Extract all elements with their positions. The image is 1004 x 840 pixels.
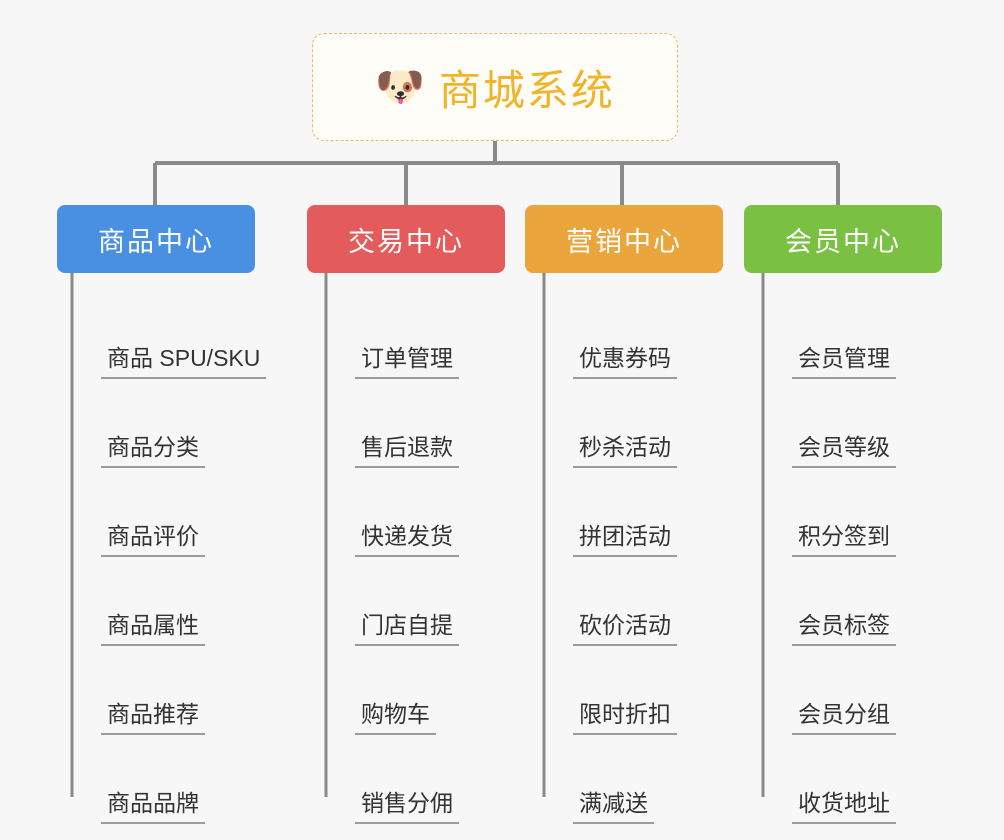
item-label: 快递发货	[355, 523, 459, 557]
item-label: 商品推荐	[101, 701, 205, 735]
list-item[interactable]: 拼团活动	[544, 468, 764, 557]
item-column-product-center: 商品 SPU/SKU 商品分类 商品评价 商品属性 商品推荐 商品品牌	[72, 290, 292, 824]
list-item[interactable]: 优惠券码	[544, 290, 764, 379]
list-item[interactable]: 销售分佣	[326, 735, 546, 824]
root-title: 商城系统	[438, 66, 615, 114]
item-label: 会员等级	[792, 434, 896, 468]
item-label: 收货地址	[792, 790, 896, 824]
item-column-trade-center: 订单管理 售后退款 快递发货 门店自提 购物车 销售分佣	[326, 290, 546, 824]
list-item[interactable]: 会员管理	[763, 290, 983, 379]
item-label: 门店自提	[355, 612, 459, 646]
item-label: 拼团活动	[573, 523, 677, 557]
item-label: 商品品牌	[101, 790, 205, 824]
item-label: 积分签到	[792, 523, 896, 557]
item-label: 限时折扣	[573, 701, 677, 735]
category-label: 商品中心	[98, 226, 214, 257]
category-box-product-center[interactable]: 商品中心	[57, 205, 255, 273]
list-item[interactable]: 积分签到	[763, 468, 983, 557]
list-item[interactable]: 会员标签	[763, 557, 983, 646]
item-label: 商品评价	[101, 523, 205, 557]
list-item[interactable]: 商品评价	[72, 468, 292, 557]
root-node[interactable]: 🐶 商城系统	[312, 33, 678, 141]
item-label: 优惠券码	[573, 345, 677, 379]
list-item[interactable]: 满减送	[544, 735, 764, 824]
item-label: 商品分类	[101, 434, 205, 468]
item-label: 订单管理	[355, 345, 459, 379]
category-label: 会员中心	[785, 226, 901, 257]
item-label: 商品属性	[101, 612, 205, 646]
list-item[interactable]: 售后退款	[326, 379, 546, 468]
list-item[interactable]: 砍价活动	[544, 557, 764, 646]
category-box-trade-center[interactable]: 交易中心	[307, 205, 505, 273]
item-label: 售后退款	[355, 434, 459, 468]
item-column-marketing-center: 优惠券码 秒杀活动 拼团活动 砍价活动 限时折扣 满减送	[544, 290, 764, 824]
list-item[interactable]: 快递发货	[326, 468, 546, 557]
item-label: 销售分佣	[355, 790, 459, 824]
item-label: 购物车	[355, 701, 436, 735]
item-label: 秒杀活动	[573, 434, 677, 468]
category-label: 营销中心	[566, 226, 682, 257]
list-item[interactable]: 会员等级	[763, 379, 983, 468]
item-label: 会员标签	[792, 612, 896, 646]
item-label: 会员管理	[792, 345, 896, 379]
item-label: 商品 SPU/SKU	[101, 345, 267, 379]
item-label: 满减送	[573, 790, 654, 824]
category-box-member-center[interactable]: 会员中心	[744, 205, 942, 273]
list-item[interactable]: 商品 SPU/SKU	[72, 290, 292, 379]
list-item[interactable]: 购物车	[326, 646, 546, 735]
item-label: 会员分组	[792, 701, 896, 735]
list-item[interactable]: 收货地址	[763, 735, 983, 824]
item-label: 砍价活动	[573, 612, 677, 646]
list-item[interactable]: 商品品牌	[72, 735, 292, 824]
list-item[interactable]: 订单管理	[326, 290, 546, 379]
list-item[interactable]: 商品属性	[72, 557, 292, 646]
item-column-member-center: 会员管理 会员等级 积分签到 会员标签 会员分组 收货地址	[763, 290, 983, 824]
list-item[interactable]: 商品分类	[72, 379, 292, 468]
list-item[interactable]: 商品推荐	[72, 646, 292, 735]
category-box-marketing-center[interactable]: 营销中心	[525, 205, 723, 273]
list-item[interactable]: 会员分组	[763, 646, 983, 735]
list-item[interactable]: 秒杀活动	[544, 379, 764, 468]
category-label: 交易中心	[348, 226, 464, 257]
list-item[interactable]: 门店自提	[326, 557, 546, 646]
shiba-dog-icon: 🐶	[375, 65, 425, 109]
list-item[interactable]: 限时折扣	[544, 646, 764, 735]
